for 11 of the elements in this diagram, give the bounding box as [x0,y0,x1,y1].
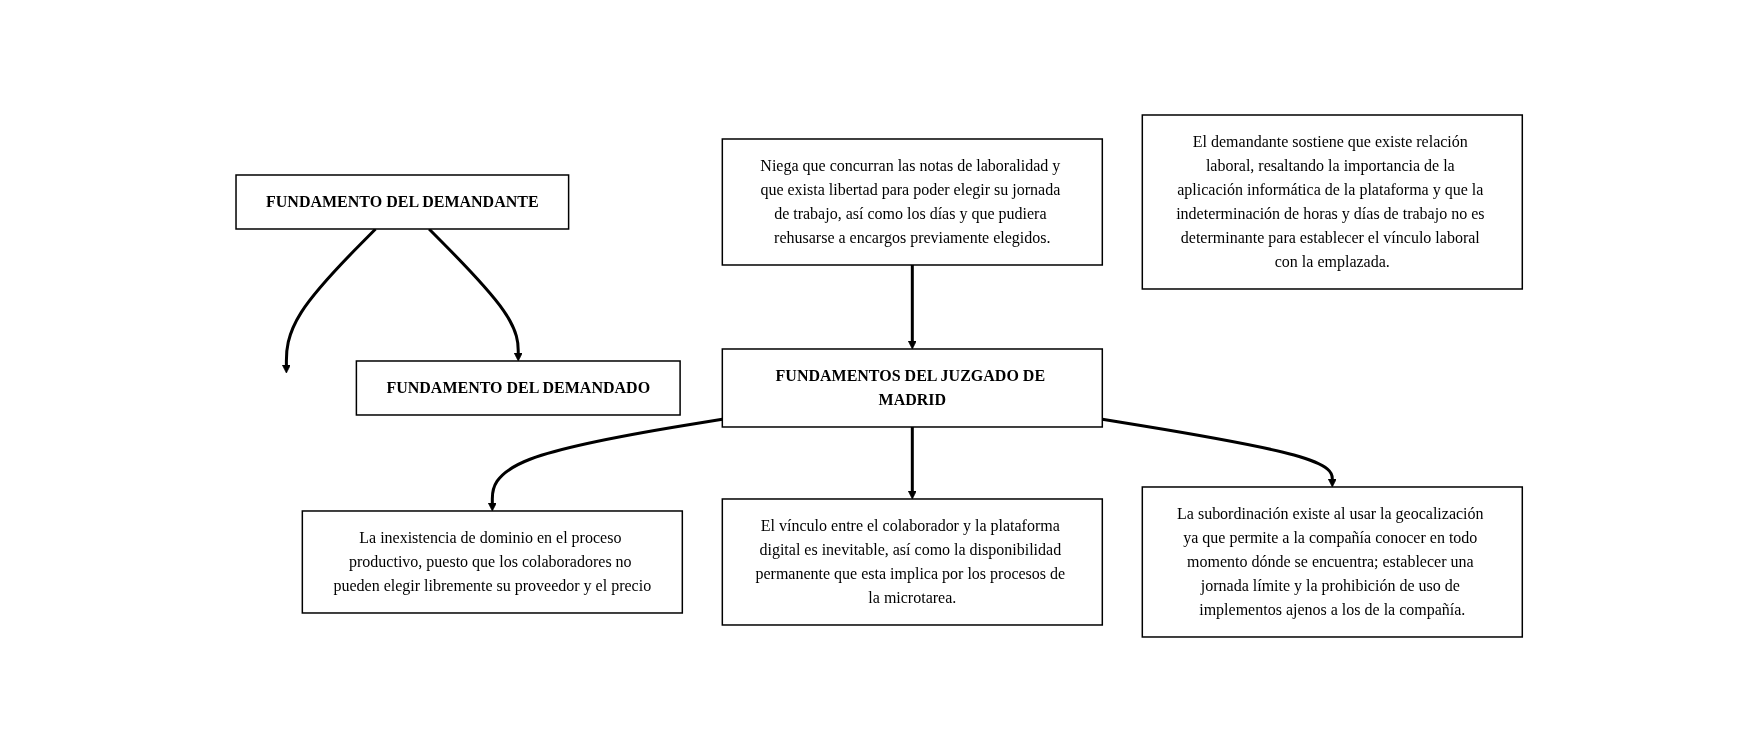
arrow [487,417,723,512]
node-box: La subordinación existe al usar la geocalización ya que permite a la compañía conocer en todo momento dónde se encuentra; establecer una jornada límite y la prohibición de uso de implementos ajenos a los de la compañía. [1141,486,1523,638]
node-box: La inexistencia de dominio en el proceso productivo, puesto que los colaboradores no pueden elegir libremente su proveedor y el precio [301,510,683,614]
node-box: El demandante sostiene que existe relación laboral, resaltando la importancia de la aplicación informática de la plataforma y que la indeterminación de horas y días de trabajo no es determinante para establecer el vínculo laboral con la emplazada. [1141,114,1523,290]
node-box: Niega que concurran las notas de laboralidad y que exista libertad para poder elegir su jornada de trabajo, así como los días y que pudiera rehusarse a encargos previamente elegidos. [721,138,1103,266]
node-box: FUNDAMENTO DEL DEMANDANTE [235,174,570,230]
node-box: FUNDAMENTO DEL DEMANDADO [355,360,681,416]
arrow [907,427,917,500]
arrow [907,265,917,350]
node-box: FUNDAMENTOS DEL JUZGADO DE MADRID [721,348,1103,428]
node-box: El vínculo entre el colaborador y la plataforma digital es inevitable, así como la disponibilidad permanente que esta implica por los procesos de la microtarea. [721,498,1103,626]
